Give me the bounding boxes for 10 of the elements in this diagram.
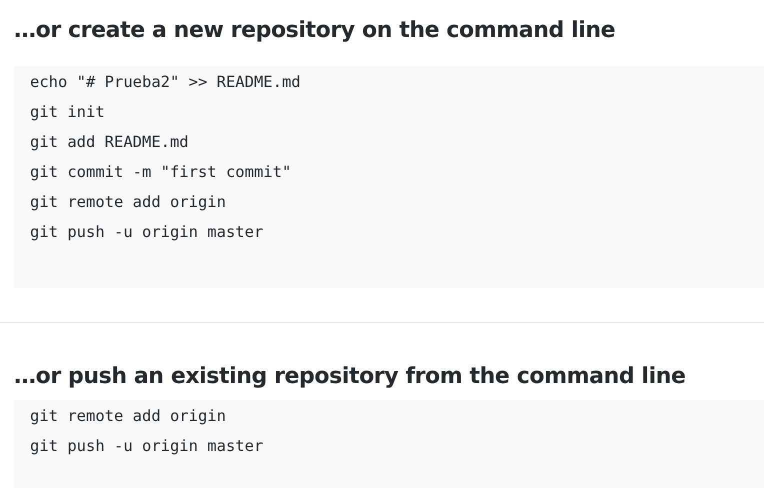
code-line: git init [30,102,105,122]
code-line: git commit -m "first commit" [30,162,292,182]
section-heading: …or push an existing repository from the command line [14,364,686,389]
code-line: echo "# Prueba2" >> README.md [30,72,301,92]
section-heading: …or create a new repository on the command line [14,18,616,43]
code-line: git push -u origin master [30,222,264,242]
code-line: git remote add origin [30,406,226,426]
code-line: git push -u origin master [30,436,264,456]
code-line: git add README.md [30,132,189,152]
code-line: git remote add origin [30,192,226,212]
